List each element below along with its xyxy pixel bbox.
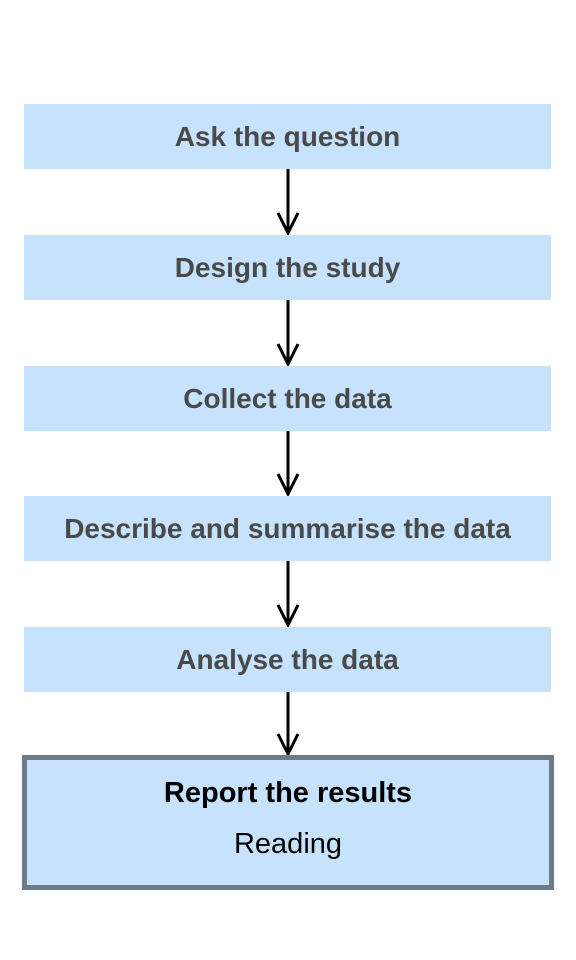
arrow-down-icon bbox=[276, 169, 300, 237]
step-box-collect-data: Collect the data bbox=[24, 366, 551, 431]
step-label: Design the study bbox=[174, 251, 401, 283]
step-label: Describe and summarise the data bbox=[64, 512, 511, 544]
step-label: Analyse the data bbox=[176, 643, 399, 675]
arrow-down-icon bbox=[276, 431, 300, 498]
final-step-title: Report the results bbox=[163, 776, 413, 809]
arrow-down-icon bbox=[276, 692, 300, 758]
arrow-down-icon bbox=[276, 561, 300, 629]
step-label: Ask the question bbox=[174, 120, 401, 152]
arrow-down-icon bbox=[276, 300, 300, 368]
step-label: Collect the data bbox=[183, 382, 392, 414]
step-box-report-results: Report the results Reading bbox=[22, 755, 554, 890]
step-box-design-study: Design the study bbox=[24, 235, 551, 300]
step-box-describe-summarise: Describe and summarise the data bbox=[24, 496, 551, 561]
step-box-ask-question: Ask the question bbox=[24, 104, 551, 169]
step-box-analyse-data: Analyse the data bbox=[24, 627, 551, 692]
final-step-subtitle: Reading bbox=[233, 827, 343, 860]
